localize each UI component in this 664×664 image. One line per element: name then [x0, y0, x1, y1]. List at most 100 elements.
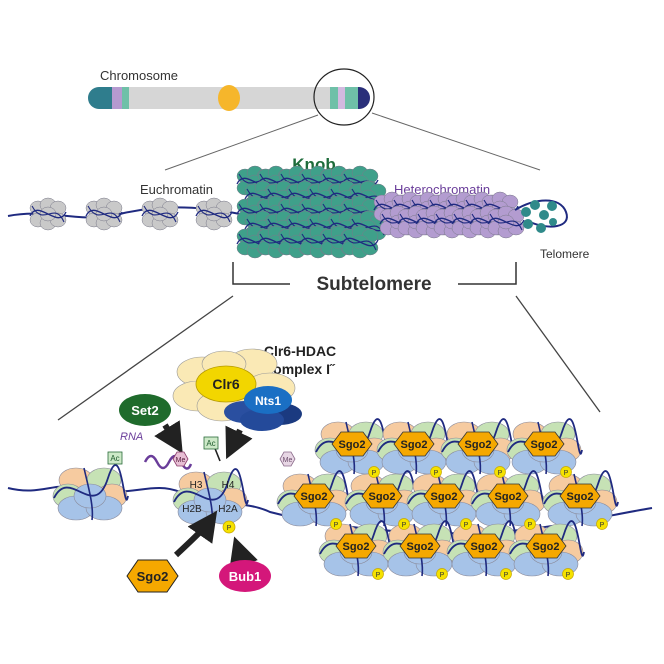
phospho-mark-label: P	[498, 470, 503, 477]
sgo2-bound-label: Sgo2	[407, 541, 434, 553]
clr6-arrow	[225, 425, 253, 460]
sgo2-bound: Sgo2	[525, 533, 567, 559]
sgo2-bound-label: Sgo2	[301, 491, 328, 503]
zoom-circle	[313, 68, 375, 126]
nucleosome-left	[52, 464, 129, 521]
histone-h3-label: H3	[190, 480, 203, 491]
complex-label-line2: complex I˝	[265, 361, 336, 377]
clr6-label: Clr6	[212, 376, 239, 392]
phospho-mark: P	[330, 518, 342, 530]
euchromatin-nucleosome	[141, 197, 179, 231]
sgo2-bound: Sgo2	[335, 533, 377, 559]
phospho-mark: P	[398, 518, 410, 530]
subtelomere-label: Subtelomere	[316, 274, 431, 295]
sgo2-bound: Sgo2	[293, 483, 335, 509]
sgo2-bound: Sgo2	[523, 431, 565, 457]
euchromatin-nucleosome	[29, 197, 67, 231]
sgo2-bound: Sgo2	[361, 483, 403, 509]
euchromatin-label: Euchromatin	[140, 182, 213, 197]
histone-h4-label: H4	[222, 480, 235, 491]
phospho-mark: P	[562, 568, 574, 580]
phospho-mark-label: P	[376, 572, 381, 579]
phospho-mark: P	[596, 518, 608, 530]
phospho-mark-label: P	[464, 522, 469, 529]
subtelomere-bracket-left	[232, 262, 290, 285]
bub1-arrow	[229, 536, 258, 570]
euchromatin-nucleosome	[195, 197, 233, 231]
phospho-mark-label: P	[402, 522, 407, 529]
rna-strand	[143, 454, 193, 470]
phospho-mark-label: P	[334, 522, 339, 529]
phospho-mark: P	[430, 466, 442, 478]
histone-h2b-label: H2B	[182, 504, 202, 515]
sgo2-bound: Sgo2	[559, 483, 601, 509]
euchromatin-nucleosomes	[29, 197, 233, 231]
sgo2-bound-label: Sgo2	[343, 541, 370, 553]
sgo2-bound-label: Sgo2	[531, 439, 558, 451]
heterochromatin-region	[373, 191, 525, 239]
centromere	[218, 85, 240, 111]
knob-region	[236, 165, 387, 259]
nucleosome-center	[172, 468, 249, 525]
sgo2-bound: Sgo2	[487, 483, 529, 509]
phospho-mark-label: P	[372, 470, 377, 477]
phospho-mark: P	[460, 518, 472, 530]
sgo2-bound-label: Sgo2	[533, 541, 560, 553]
phospho-mark-label: P	[564, 470, 569, 477]
acetyl-mark-center-label: Ac	[206, 439, 215, 448]
sgo2-bound-label: Sgo2	[401, 439, 428, 451]
phospho-mark: P	[524, 518, 536, 530]
sgo2-bound: Sgo2	[331, 431, 373, 457]
telomere-structure	[514, 199, 568, 233]
nts1-label: Nts1	[255, 394, 281, 408]
bub1-protein	[219, 560, 271, 592]
sgo2-bound-label: Sgo2	[339, 439, 366, 451]
phospho-mark-center-label: P	[227, 525, 232, 532]
nucleosome-left-body	[52, 464, 129, 521]
subtelomere-bracket-right	[458, 262, 517, 285]
phospho-mark-label: P	[440, 572, 445, 579]
phospho-mark-label: P	[504, 572, 509, 579]
complex-label-line1: Clr6-HDAC	[264, 343, 336, 359]
acetyl-mark-center	[203, 436, 219, 450]
phospho-mark-label: P	[528, 522, 533, 529]
phospho-mark-label: P	[566, 572, 571, 579]
phospho-mark: P	[436, 568, 448, 580]
phospho-mark-label: P	[600, 522, 605, 529]
clr6-complex	[172, 348, 302, 431]
sgo2-free-protein	[126, 559, 179, 593]
knob-nucleosome	[341, 225, 379, 259]
sgo2-free-label: Sgo2	[137, 569, 169, 584]
nucleosome-center-body	[172, 468, 249, 525]
sgo2-bound: Sgo2	[423, 483, 465, 509]
sgo2-bound-label: Sgo2	[465, 439, 492, 451]
set2-arrow	[154, 420, 183, 454]
sgo2-arrow	[173, 510, 218, 558]
phospho-mark-label: P	[434, 470, 439, 477]
phospho-mark: P	[368, 466, 380, 478]
chromosome-label: Chromosome	[100, 68, 178, 83]
sgo2-bound: Sgo2	[393, 431, 435, 457]
sgo2-bound-label: Sgo2	[369, 491, 396, 503]
methyl-mark-center-label: Me	[176, 457, 186, 464]
sgo2-bound-label: Sgo2	[567, 491, 594, 503]
set2-label: Set2	[131, 403, 158, 418]
methyl-mark-right	[279, 451, 296, 467]
sgo2-bound: Sgo2	[457, 431, 499, 457]
chromosome	[88, 68, 375, 126]
euchromatin-nucleosome	[85, 197, 123, 231]
rna-label: RNA	[120, 431, 143, 443]
acetyl-mark-left	[107, 451, 123, 465]
sgo2-bound-label: Sgo2	[471, 541, 498, 553]
sgo2-bound: Sgo2	[463, 533, 505, 559]
sgo2-bound-label: Sgo2	[431, 491, 458, 503]
phospho-mark: P	[560, 466, 572, 478]
methyl-mark-right-label: Me	[283, 457, 293, 464]
phospho-mark: P	[494, 466, 506, 478]
methyl-mark-center	[172, 451, 189, 467]
histone-h2a-label: H2A	[218, 504, 238, 515]
bub1-label: Bub1	[229, 569, 262, 584]
phospho-mark: P	[372, 568, 384, 580]
